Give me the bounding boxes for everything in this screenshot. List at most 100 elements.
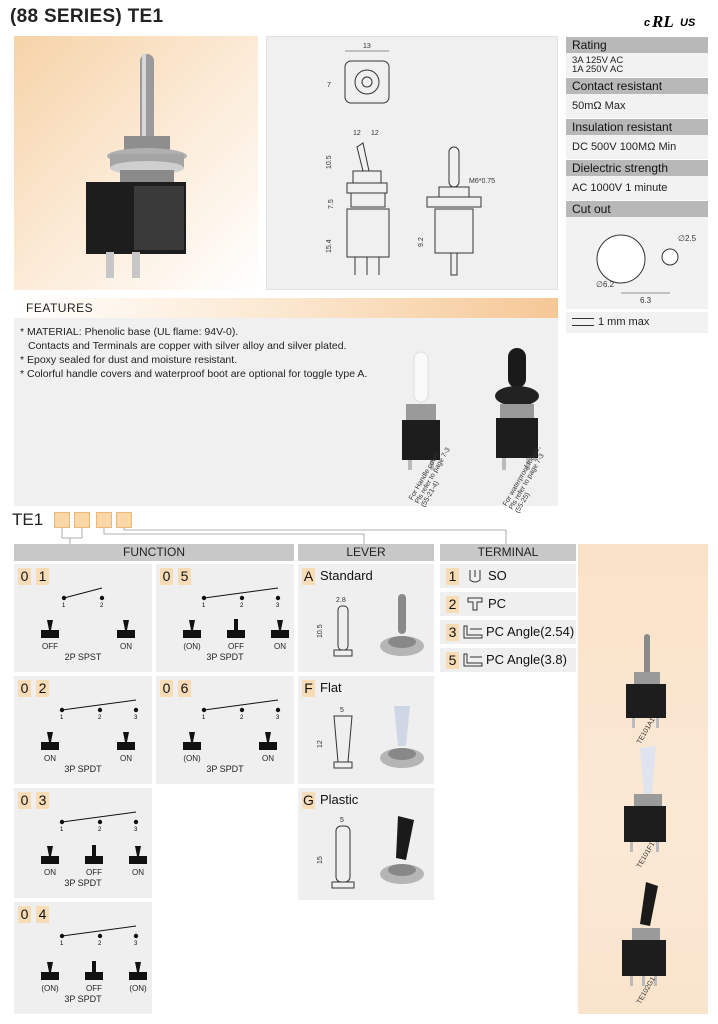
lever-option-f[interactable]: F Flat 5 12 bbox=[298, 676, 434, 784]
dim-7: 7 bbox=[327, 82, 331, 89]
terminal-name: PC Angle(2.54) bbox=[486, 624, 575, 639]
function-digit: 3 bbox=[36, 792, 49, 809]
thickness-icon bbox=[572, 318, 594, 327]
svg-text:RL: RL bbox=[651, 12, 674, 30]
switch-type-label: 2P SPST bbox=[64, 652, 102, 662]
accessory-photos bbox=[402, 348, 539, 470]
function-digit: 0 bbox=[18, 568, 31, 585]
switch-type-label: 3P SPDT bbox=[206, 764, 244, 774]
circuit-pin-label: 2 bbox=[240, 715, 244, 721]
lever-width: 2.8 bbox=[336, 597, 346, 604]
circuit-pin-label: 3 bbox=[134, 827, 138, 833]
circuit-pin-label: 1 bbox=[60, 715, 64, 721]
circuit-pin-label: 3 bbox=[276, 715, 280, 721]
circuit-pin-label: 3 bbox=[134, 941, 138, 947]
toggle-position-icon bbox=[227, 619, 245, 638]
function-header: FUNCTION bbox=[14, 544, 294, 561]
circuit-contact-line bbox=[203, 587, 279, 599]
function-digit: 0 bbox=[18, 680, 31, 697]
function-digit: 0 bbox=[18, 906, 31, 923]
code-slot-function-2 bbox=[74, 512, 90, 528]
dim-12a: 12 bbox=[353, 130, 361, 137]
toggle-position-icon bbox=[85, 961, 103, 980]
switch-state-label: (ON) bbox=[129, 984, 147, 993]
lever-width: 5 bbox=[340, 817, 344, 824]
spec-table: Rating 3A 125V AC 1A 250V AC Contact res… bbox=[566, 36, 708, 333]
terminal-option-3[interactable]: 3 PC Angle(2.54) bbox=[440, 620, 576, 644]
circuit-pin-label: 1 bbox=[202, 603, 206, 609]
switch-state-label: ON bbox=[120, 642, 132, 651]
toggle-position-icon bbox=[117, 732, 135, 750]
toggle-position-icon bbox=[259, 732, 277, 750]
dim-12b: 12 bbox=[371, 130, 379, 137]
function-digit: 1 bbox=[36, 568, 49, 585]
lever-height: 15 bbox=[317, 856, 324, 864]
spec-label-dielectric: Dielectric strength bbox=[566, 159, 708, 176]
dim-10-5: 10.5 bbox=[326, 155, 333, 169]
function-digit: 0 bbox=[160, 680, 173, 697]
spec-label-cutout: Cut out bbox=[566, 200, 708, 217]
features-heading: FEATURES bbox=[14, 298, 558, 318]
switch-type-label: 3P SPDT bbox=[64, 994, 102, 1004]
circuit-pin bbox=[133, 819, 139, 825]
circuit-pin bbox=[99, 595, 105, 601]
terminal-name: SO bbox=[488, 568, 507, 583]
circuit-contact-line bbox=[203, 699, 279, 711]
cutout-width: 6.3 bbox=[640, 296, 652, 305]
part-code-prefix: TE1 bbox=[12, 510, 44, 529]
cutout-d1: ∅6.2 bbox=[596, 280, 615, 289]
terminal-option-1[interactable]: 1 SO bbox=[440, 564, 576, 588]
switch-type-label: 3P SPDT bbox=[64, 764, 102, 774]
circuit-pin bbox=[275, 595, 281, 601]
code-slot-function-1 bbox=[54, 512, 70, 528]
features-panel: * MATERIAL: Phenolic base (UL flame: 94V… bbox=[14, 318, 558, 515]
circuit-pin bbox=[97, 933, 103, 939]
circuit-pin-label: 1 bbox=[60, 941, 64, 947]
product-variants: TE101A1 TE101F1 TE102G1 bbox=[578, 544, 708, 1014]
dim-13: 13 bbox=[363, 43, 371, 50]
switch-state-label: (ON) bbox=[41, 984, 59, 993]
circuit-pin bbox=[133, 933, 139, 939]
terminal-option-5[interactable]: 5 PC Angle(3.8) bbox=[440, 648, 576, 672]
svg-text:US: US bbox=[680, 17, 696, 29]
toggle-position-icon bbox=[41, 962, 59, 980]
toggle-position-icon bbox=[41, 620, 59, 638]
switch-state-label: (ON) bbox=[183, 754, 201, 763]
switch-state-label: ON bbox=[262, 754, 274, 763]
lever-plastic-drawing: 5 15 bbox=[317, 816, 424, 889]
toggle-position-icon bbox=[129, 846, 147, 864]
pc-angle-terminal-icon bbox=[462, 652, 484, 673]
circuit-contact-line bbox=[61, 699, 137, 711]
function-digit: 2 bbox=[36, 680, 49, 697]
toggle-position-icon bbox=[117, 620, 135, 638]
toggle-position-icon bbox=[271, 620, 289, 638]
toggle-position-icon bbox=[183, 620, 201, 638]
terminal-option-2[interactable]: 2 PC bbox=[440, 592, 576, 616]
product-photo bbox=[14, 36, 258, 290]
lever-width: 5 bbox=[340, 707, 344, 714]
spec-label-rating: Rating bbox=[566, 36, 708, 53]
circuit-pin bbox=[239, 595, 245, 601]
switch-type-label: 3P SPDT bbox=[206, 652, 244, 662]
circuit-pin bbox=[97, 819, 103, 825]
circuit-pin bbox=[133, 707, 139, 713]
circuit-pin-label: 2 bbox=[98, 941, 102, 947]
cutout-footnote: 1 mm max bbox=[566, 311, 708, 333]
terminal-header: TERMINAL bbox=[440, 544, 576, 561]
function-digit: 0 bbox=[160, 568, 173, 585]
lever-option-g[interactable]: G Plastic 5 15 bbox=[298, 788, 434, 900]
circuit-pin-label: 2 bbox=[98, 827, 102, 833]
spec-label-insulation: Insulation resistant bbox=[566, 118, 708, 135]
circuit-pin-label: 3 bbox=[276, 603, 280, 609]
lever-header: LEVER bbox=[298, 544, 434, 561]
code-slot-terminal bbox=[116, 512, 132, 528]
solder-terminal-icon bbox=[466, 568, 484, 589]
lever-option-a[interactable]: A Standard 2.8 10.5 bbox=[298, 564, 434, 672]
